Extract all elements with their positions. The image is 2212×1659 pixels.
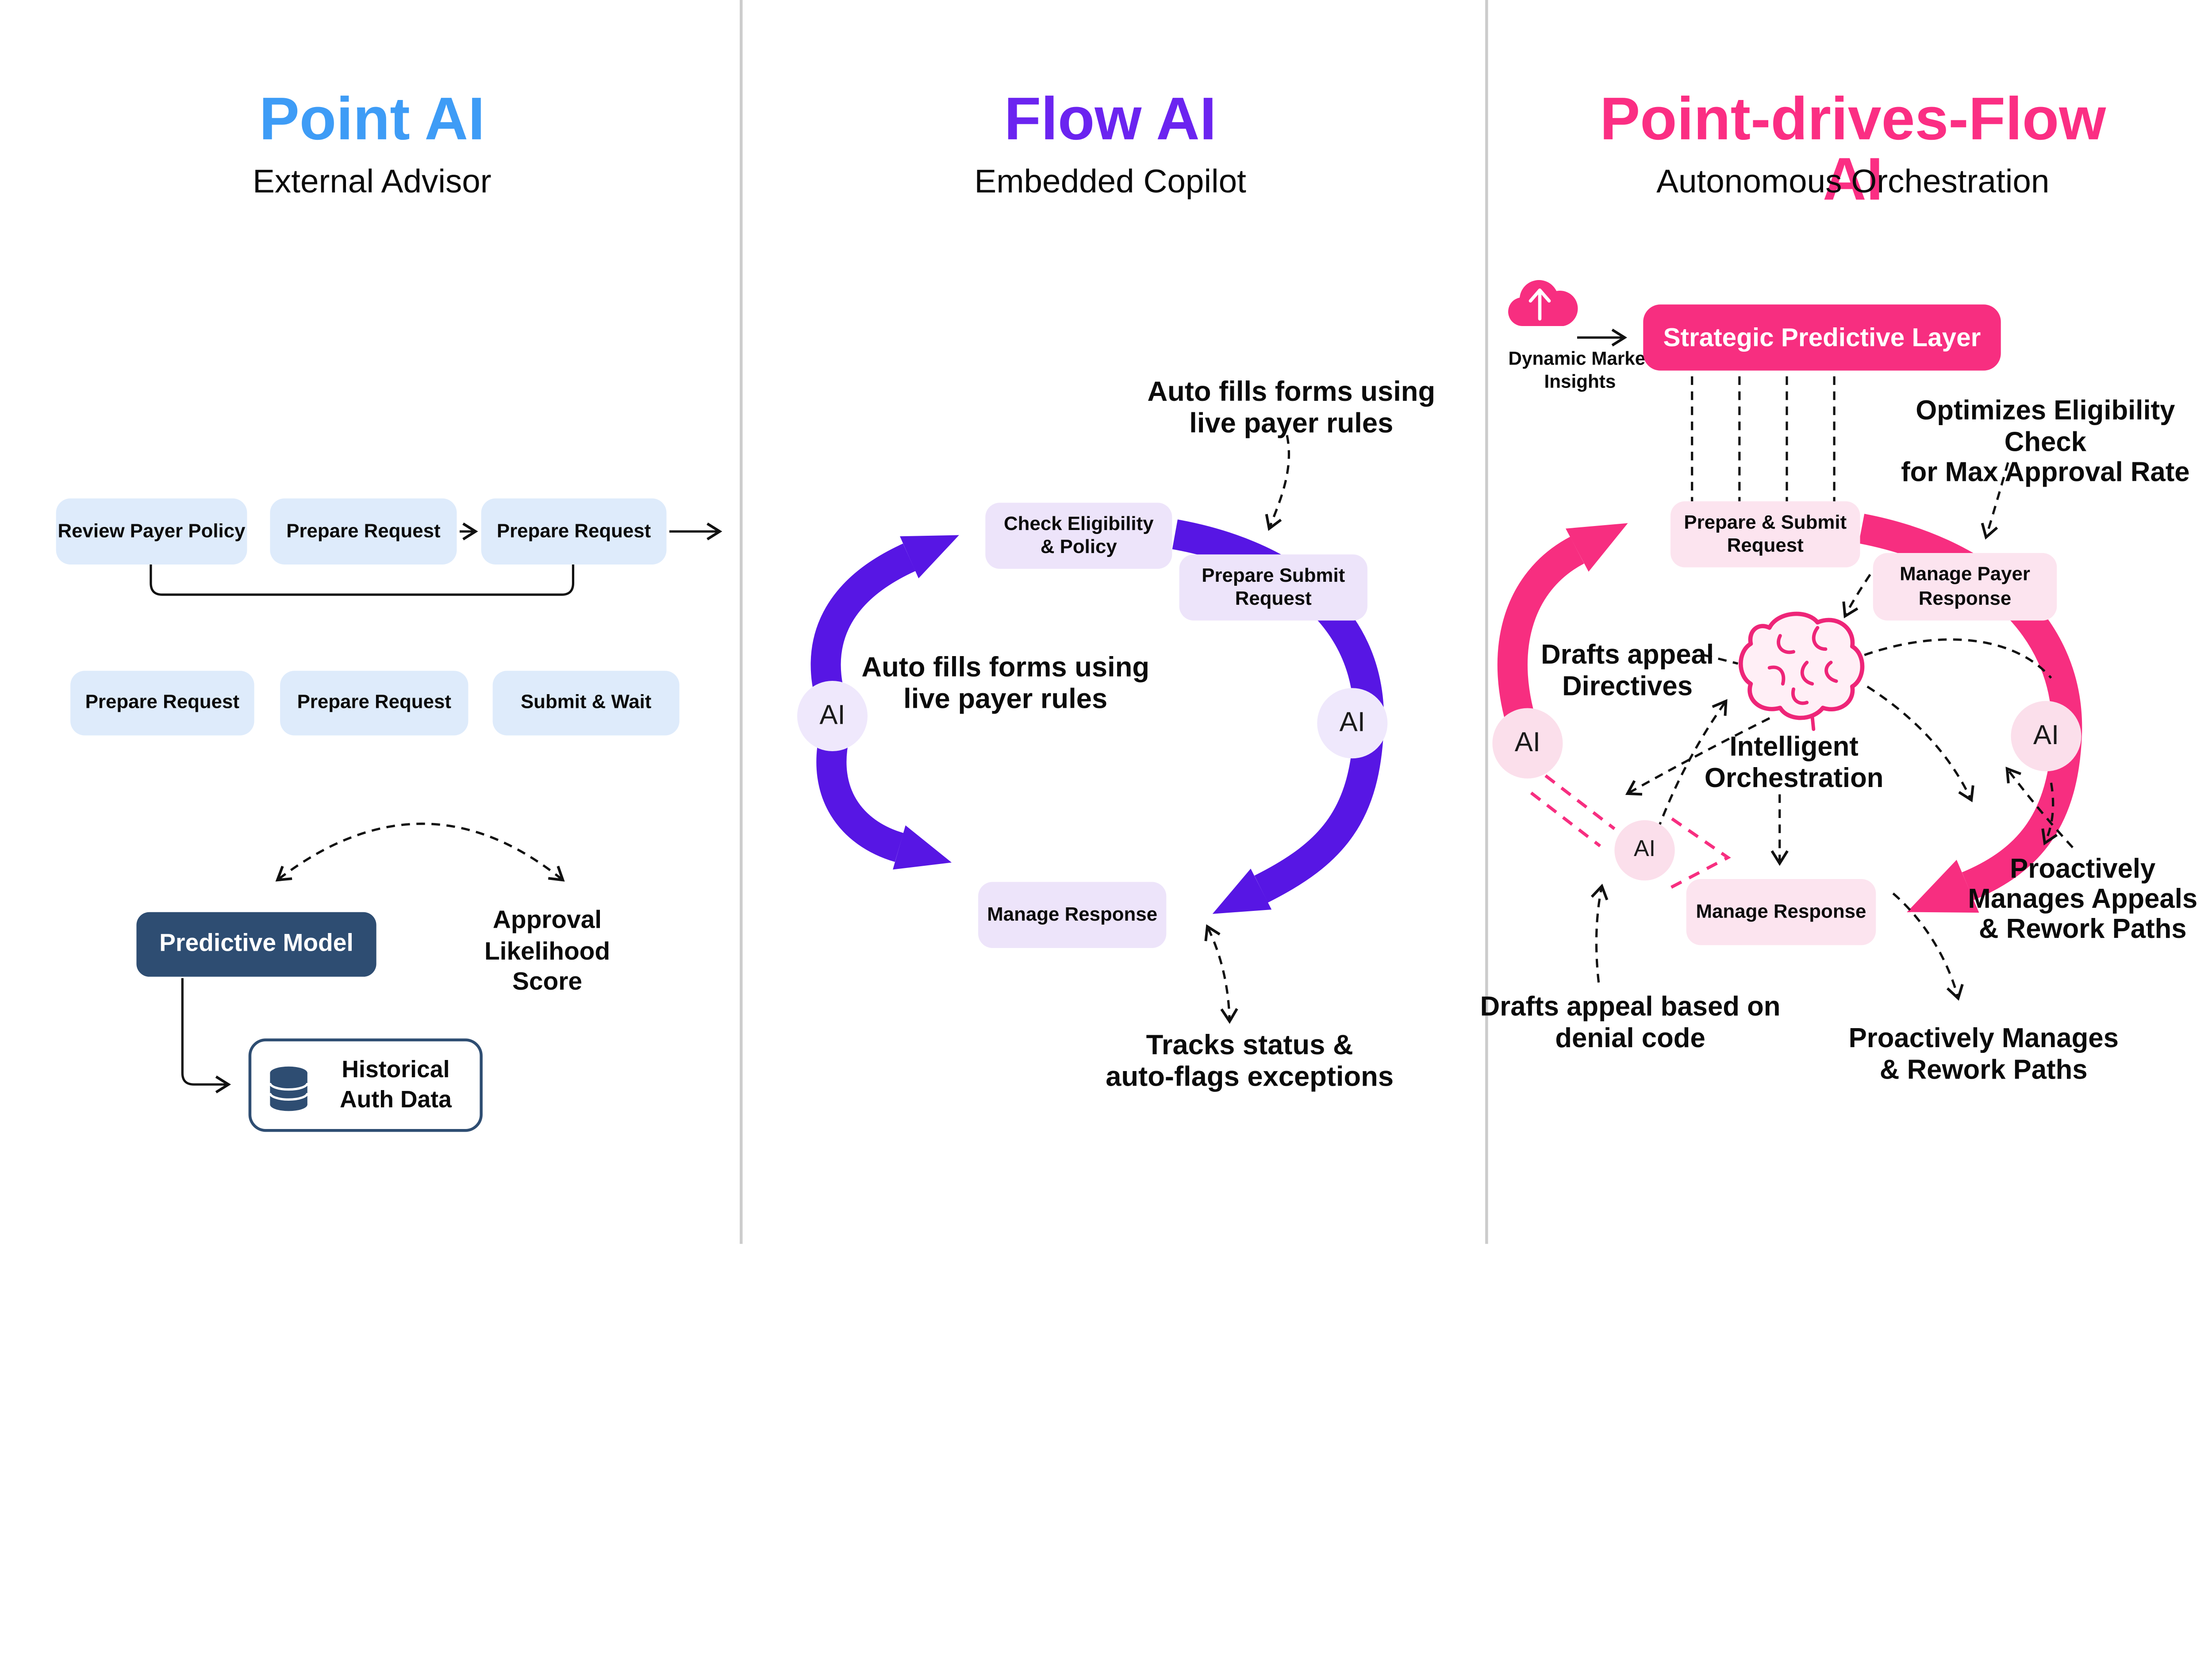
note-optimizes-eligibility: Optimizes Eligibility Check for Max Appr… <box>1901 396 2190 488</box>
note-drafts-denial-code: Drafts appeal based on denial code <box>1480 992 1781 1054</box>
arrow-model-to-history <box>181 978 231 1094</box>
node-prepare-request-3: Prepare Request <box>70 671 254 736</box>
diagram-canvas: Point AI External Advisor Review Payer P… <box>56 0 2198 1244</box>
ai-badge-pdf-right: AI <box>2011 701 2081 772</box>
note-autofill-center: Auto fills forms using live payer rules <box>861 652 1150 715</box>
cycle-arrowhead-to-manage-left <box>893 825 952 870</box>
node-check-eligibility: Check Eligibility & Policy <box>985 503 1172 569</box>
node-manage-payer-response: Manage Payer Response <box>1873 553 2057 621</box>
panel3-title: Point-drives-Flow AI <box>1600 84 2106 213</box>
ai-badge-flow-right: AI <box>1317 688 1388 759</box>
dashed-note-to-prepare <box>1265 435 1290 531</box>
label-dynamic-market-insights: Dynamic Market Insights <box>1508 347 1652 392</box>
panel2-subtitle: Embedded Copilot <box>974 162 1246 200</box>
dashed-right-ai-down <box>2041 783 2058 845</box>
dashed-payer-to-brain <box>1842 574 1871 618</box>
note-drafts-directives: Drafts appeal Directives <box>1541 641 1714 702</box>
cycle-arrowhead-to-check-eligibility <box>900 535 959 579</box>
node-strategic-predictive-layer: Strategic Predictive Layer <box>1643 304 2001 371</box>
node-review-payer-policy: Review Payer Policy <box>56 498 247 565</box>
panel3-subtitle: Autonomous Orchestration <box>1656 162 2050 200</box>
dashed-denial-to-small-ai <box>1590 883 1609 983</box>
dashed-arc-model-score <box>275 822 565 882</box>
note-proactive-appeals: Proactively Manages Appeals & Rework Pat… <box>1968 854 2198 945</box>
node-prepare-submit-request: Prepare Submit Request <box>1179 554 1367 621</box>
pink-dashed-chevron <box>1670 817 1731 889</box>
label-approval-likelihood-score: Approval Likelihood Score <box>484 905 611 995</box>
loopback-connector <box>150 564 575 596</box>
ai-badge-pdf-left: AI <box>1492 708 1563 779</box>
brain-icon <box>1738 611 1865 731</box>
panel1-subtitle: External Advisor <box>253 162 492 200</box>
label-historical-auth-data: Historical Auth Data <box>339 1056 452 1113</box>
node-prepare-request-2: Prepare Request <box>481 498 667 565</box>
panel2-title: Flow AI <box>1004 84 1217 153</box>
dashed-manage-to-tracks <box>1204 924 1238 1024</box>
point-ai-connectors <box>150 522 722 1094</box>
node-prepare-request-1: Prepare Request <box>270 498 457 565</box>
ai-badge-pdf-small: AI <box>1614 820 1675 881</box>
cycle-arrowhead-to-prepare-submit <box>1566 523 1628 572</box>
ai-badge-flow-left: AI <box>797 680 868 752</box>
dashed-up-into-right-ai <box>2005 766 2074 849</box>
node-submit-and-wait: Submit & Wait <box>492 671 680 736</box>
panel-divider-1 <box>740 0 742 1244</box>
pink-dashed-ai-link-2 <box>1530 791 1601 848</box>
note-autofill-top: Auto fills forms using live payer rules <box>1147 376 1436 439</box>
panel1-title: Point AI <box>259 84 485 153</box>
note-proactive-rework: Proactively Manages & Rework Paths <box>1848 1024 2119 1085</box>
node-historical-auth-data: Historical Auth Data <box>248 1038 483 1132</box>
node-prepare-request-4: Prepare Request <box>280 671 469 736</box>
flow-ai-dashed <box>1204 435 1290 1024</box>
pink-dashed-ai-link-1 <box>1544 774 1616 830</box>
note-intelligent-orchestration: Intelligent Orchestration <box>1704 732 1884 794</box>
node-manage-response-flow: Manage Response <box>978 882 1167 948</box>
dashed-brain-to-payer-curve <box>1864 638 2052 679</box>
node-predictive-model: Predictive Model <box>136 912 376 977</box>
node-prepare-and-submit: Prepare & Submit Request <box>1670 501 1860 568</box>
note-tracks-status: Tracks status & auto-flags exceptions <box>1106 1029 1394 1093</box>
cloud-upload-icon <box>1508 280 1578 326</box>
cycle-arrowhead-to-manage-right <box>1212 868 1272 914</box>
node-manage-response-pdf: Manage Response <box>1686 879 1876 945</box>
panel-divider-2 <box>1485 0 1488 1244</box>
